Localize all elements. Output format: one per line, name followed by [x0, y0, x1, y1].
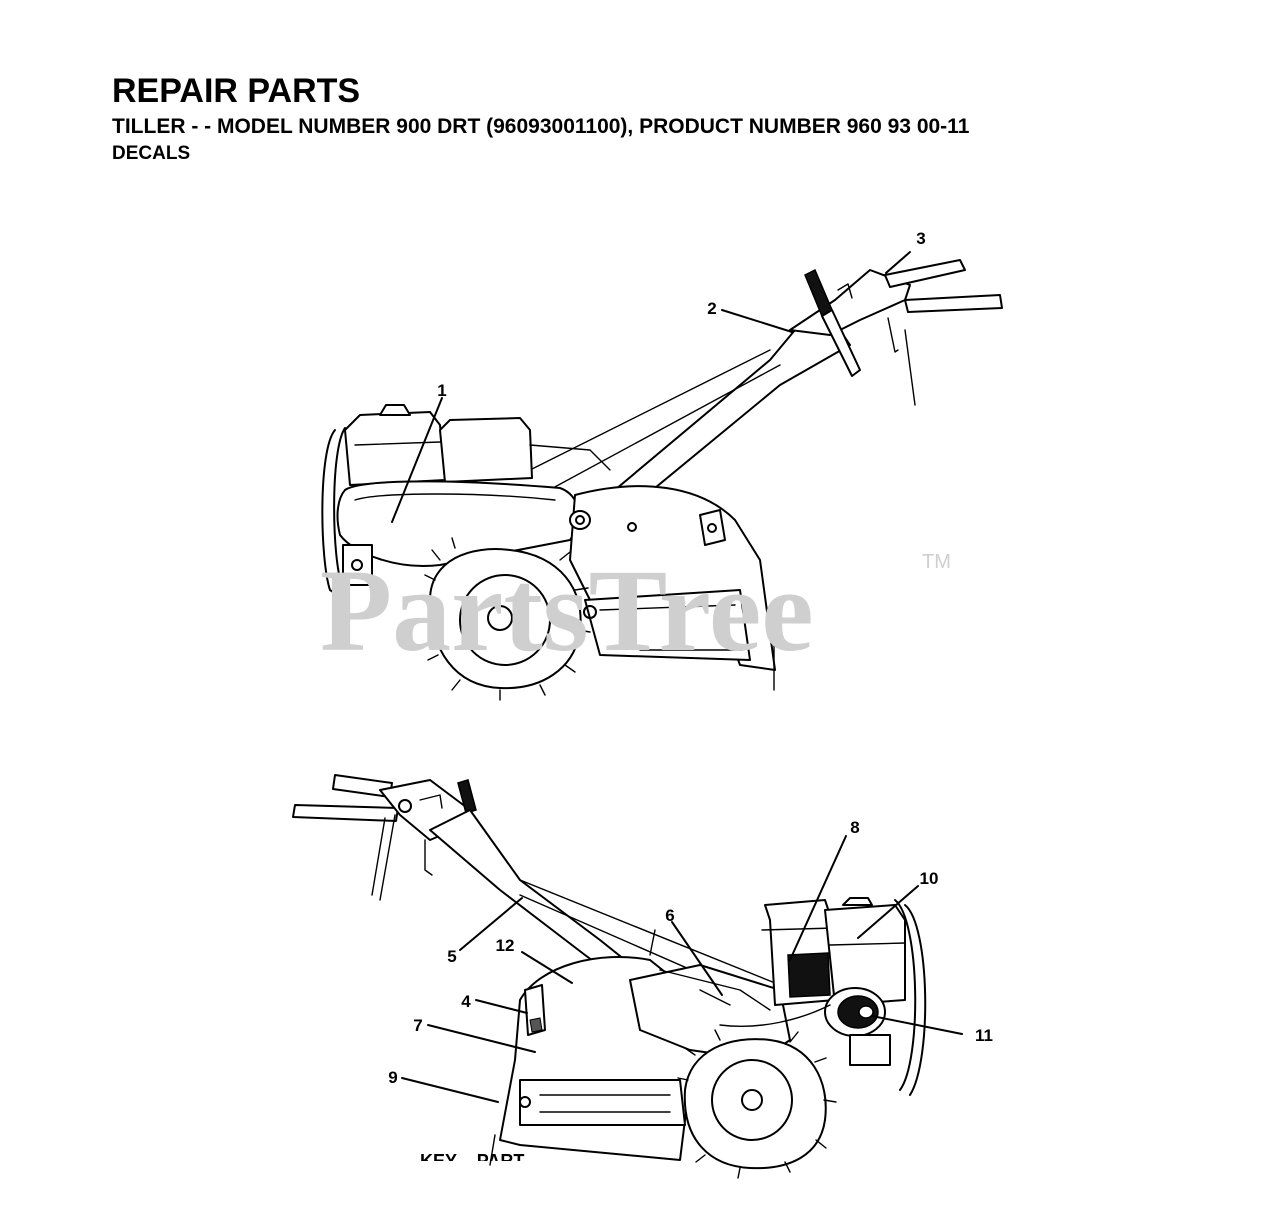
leader-line-12: [521, 951, 573, 984]
callout-8[interactable]: 8: [850, 818, 859, 837]
leader-line-4: [475, 999, 528, 1014]
watermark-tm: TM: [922, 551, 951, 573]
leader-line-11: [871, 1015, 963, 1035]
leader-line-6: [671, 921, 723, 996]
leader-line-3: [885, 251, 911, 274]
leader-line-10: [857, 885, 919, 939]
callout-2[interactable]: 2: [707, 299, 716, 318]
callout-6[interactable]: 6: [665, 906, 674, 925]
callout-9[interactable]: 9: [388, 1068, 397, 1087]
section-label: DECALS: [112, 143, 191, 164]
callout-12[interactable]: 12: [496, 936, 515, 955]
page-title: REPAIR PARTS: [112, 72, 361, 110]
callout-4[interactable]: 4: [461, 992, 471, 1011]
callout-11[interactable]: 11: [975, 1026, 993, 1045]
callout-3[interactable]: 3: [916, 229, 925, 248]
leader-line-2: [721, 309, 793, 333]
page-header: REPAIR PARTS TILLER - - MODEL NUMBER 900…: [112, 72, 969, 166]
callout-7[interactable]: 7: [413, 1016, 422, 1035]
partstree-watermark: PartsTree: [320, 545, 814, 676]
leader-line-5: [459, 897, 523, 951]
model-subtitle: TILLER - - MODEL NUMBER 900 DRT (9609300…: [112, 115, 970, 138]
leader-line-7: [427, 1024, 536, 1053]
tiller-bottom-view: [292, 774, 927, 1179]
tiller-top-view: [321, 259, 1003, 701]
leader-line-1: [391, 397, 443, 523]
leader-line-9: [401, 1077, 499, 1103]
callout-1[interactable]: 1: [437, 381, 446, 400]
leader-line-8: [789, 835, 847, 961]
callout-10[interactable]: 10: [920, 869, 939, 888]
key-part-header: KEY PART: [420, 1151, 524, 1171]
callout-5[interactable]: 5: [447, 947, 456, 966]
